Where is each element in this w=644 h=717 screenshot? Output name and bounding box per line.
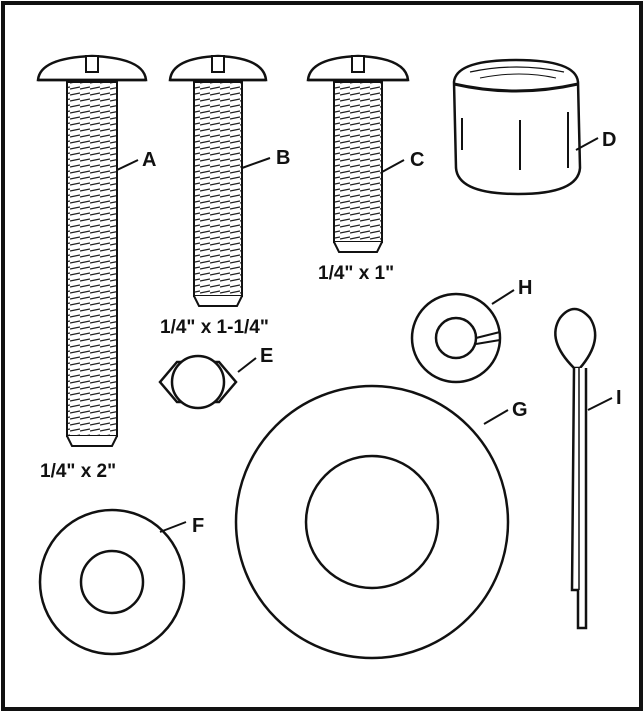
size-label-c: 1/4" x 1" [318,263,395,284]
cotter-pin-i [554,307,613,630]
label-f: F [192,515,205,537]
washer-f [38,508,187,656]
label-b: B [276,147,291,169]
label-e: E [260,345,274,367]
size-label-a: 1/4" x 2" [40,461,117,482]
label-i: I [616,387,622,409]
hex-nut-e [158,354,257,410]
bolt-b [168,54,271,307]
size-label-b: 1/4" x 1-1/4" [160,317,269,338]
washer-g [234,384,510,660]
label-g: G [512,399,528,421]
label-d: D [602,129,617,151]
bolt-c [306,54,410,253]
label-c: C [410,149,425,171]
split-washer-h [410,289,515,384]
label-a: A [142,149,157,171]
bolt-a [36,54,148,447]
label-h: H [518,277,533,299]
cap-d [452,58,599,196]
